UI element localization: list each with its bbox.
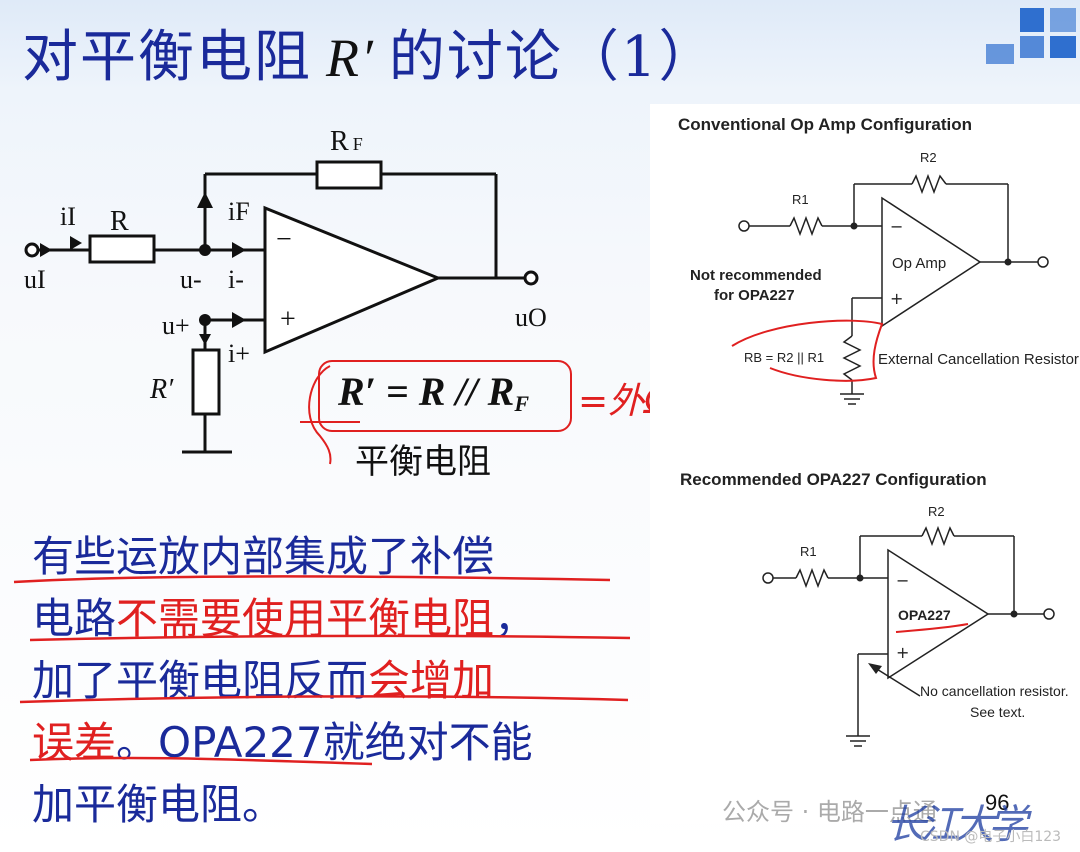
bottom-r2-label: R2 [928, 504, 945, 519]
wechat-watermark: 公众号 · 电路一点通 [722, 798, 937, 826]
bottom-r1-label: R1 [800, 544, 817, 559]
svg-text:+: + [896, 643, 909, 662]
label-r-prime: R′ [149, 374, 174, 405]
label-ui: uI [24, 265, 46, 294]
label-uo: uO [515, 303, 547, 332]
label-ii: iI [60, 202, 76, 231]
label-u-plus: u+ [162, 311, 190, 340]
label-i-minus: i- [228, 265, 244, 294]
label-r: R [110, 206, 129, 237]
bottom-config-heading: Recommended OPA227 Configuration [680, 470, 987, 489]
not-recommended-label-2: for OPA227 [714, 287, 795, 304]
svg-text:−: − [890, 217, 903, 236]
bottom-opamp-label: OPA227 [898, 607, 951, 623]
red-underlines [13, 575, 631, 766]
csdn-watermark: CSDN @电子小白123 [920, 829, 1062, 845]
rb-label: RB = R2 || R1 [744, 350, 824, 365]
page-number: 96 [985, 790, 1010, 815]
label-u-minus: u- [180, 265, 202, 294]
para-line-5: 加平衡电阻。 [32, 780, 285, 829]
title-variable: R′ [326, 28, 375, 88]
title-prefix: 对平衡电阻 [22, 25, 312, 90]
top-r1-label: R1 [792, 192, 809, 207]
label-if: iF [228, 197, 250, 226]
top-opamp-label: Op Amp [892, 255, 946, 272]
handwritten-annotation [300, 365, 360, 465]
ext-cancel-label: External Cancellation Resistor [878, 351, 1079, 368]
svg-text:+: + [890, 289, 903, 308]
svg-text:−: − [896, 571, 909, 590]
para-line-1: 有些运放内部集成了补偿 [32, 532, 495, 581]
title-suffix: 的讨论（1） [388, 25, 717, 90]
opamp-minus: − [276, 224, 292, 255]
reference-figure: Conventional Op Amp Configuration R1 R2 … [650, 104, 1080, 824]
see-text-label: See text. [970, 704, 1025, 720]
not-recommended-label: Not recommended [690, 267, 822, 284]
university-logo: 长江大学 [886, 802, 1028, 848]
balance-resistor-formula: R′ = R // RF [338, 369, 529, 416]
formula-highlight-box [318, 360, 572, 432]
opamp-plus: + [280, 304, 296, 335]
no-cancel-label: No cancellation resistor. [920, 683, 1069, 699]
top-r2-label: R2 [920, 150, 937, 165]
label-i-plus: i+ [228, 339, 250, 368]
top-config-heading: Conventional Op Amp Configuration [678, 115, 972, 134]
formula-caption: 平衡电阻 [355, 442, 491, 482]
